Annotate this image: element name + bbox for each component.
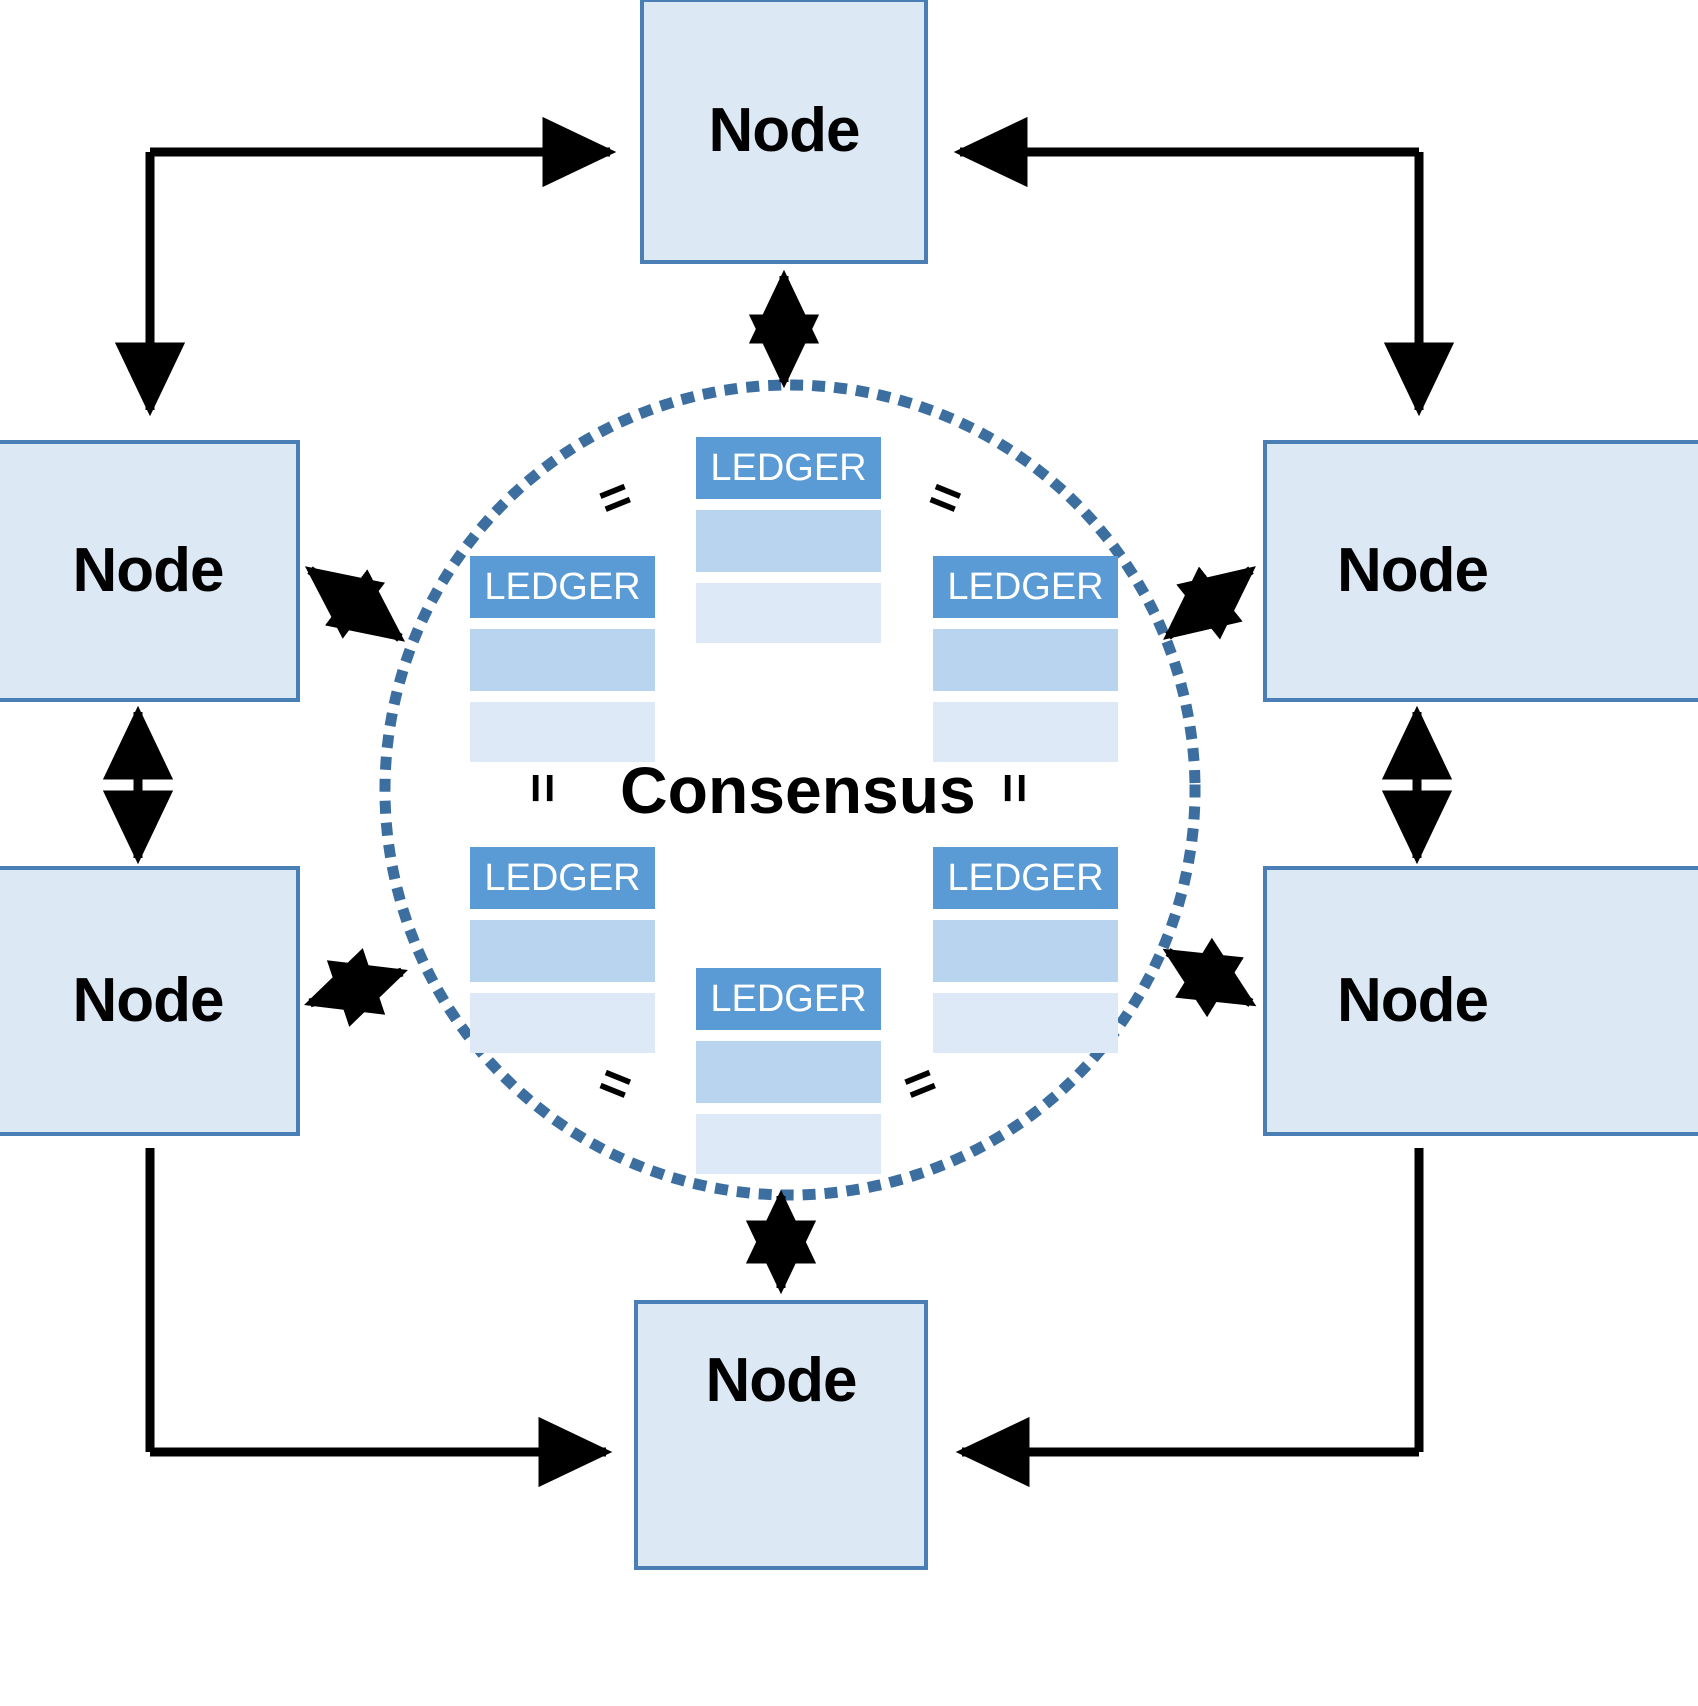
ledger-top-bar-2 (696, 583, 881, 643)
ledger-right-upper-header: LEDGER (933, 556, 1118, 618)
ledger-left-lower[interactable]: LEDGER (470, 847, 655, 1053)
node-label-left-upper: Node (72, 536, 225, 605)
ledger-top[interactable]: LEDGER (696, 437, 881, 643)
ledger-left-upper-header: LEDGER (470, 556, 655, 618)
arrow-leftupper-to-circle (304, 566, 406, 642)
ledger-left-lower-bar-1 (470, 920, 655, 982)
node-label-left-lower: Node (72, 966, 225, 1035)
ledger-right-upper[interactable]: LEDGER (933, 556, 1118, 762)
arrow-leftlower-to-circle (304, 948, 408, 1027)
ledger-left-lower-header: LEDGER (470, 847, 655, 909)
ledger-bottom-bar-2 (696, 1114, 881, 1174)
ledger-right-lower-header: LEDGER (933, 847, 1118, 909)
ledger-bottom-header: LEDGER (696, 968, 881, 1030)
node-label-bottom: Node (705, 1346, 858, 1415)
ledger-right-upper-bar-2 (933, 702, 1118, 762)
ledger-right-lower-bar-2 (933, 993, 1118, 1053)
equals-icon-mid-left: = (514, 772, 573, 804)
arrow-rightlower-to-circle (1162, 937, 1257, 1018)
ledger-left-lower-bar-2 (470, 993, 655, 1053)
node-label-right-lower: Node (1337, 966, 1489, 1035)
node-label-right-upper: Node (1337, 536, 1489, 605)
node-box-bottom[interactable]: Node (634, 1300, 928, 1570)
ledger-left-upper[interactable]: LEDGER (470, 556, 655, 762)
ledger-left-upper-bar-1 (470, 629, 655, 691)
ledger-right-lower-bar-1 (933, 920, 1118, 982)
node-box-right-lower[interactable]: Node (1263, 866, 1698, 1136)
ledger-left-upper-bar-2 (470, 702, 655, 762)
equals-icon-mid-right: = (986, 772, 1045, 804)
ledger-bottom[interactable]: LEDGER (696, 968, 881, 1174)
node-box-left-upper[interactable]: Node (0, 440, 300, 702)
ledger-right-upper-bar-1 (933, 629, 1118, 691)
ledger-top-header: LEDGER (696, 437, 881, 499)
node-box-top[interactable]: Node (640, 0, 928, 264)
consensus-label: Consensus (620, 753, 976, 827)
node-box-right-upper[interactable]: Node (1263, 440, 1698, 702)
ledger-bottom-bar-1 (696, 1041, 881, 1103)
arrow-rightupper-to-circle (1163, 566, 1256, 640)
node-box-left-lower[interactable]: Node (0, 866, 300, 1136)
ledger-right-lower[interactable]: LEDGER (933, 847, 1118, 1053)
ledger-top-bar-1 (696, 510, 881, 572)
node-label-top: Node (708, 96, 861, 165)
